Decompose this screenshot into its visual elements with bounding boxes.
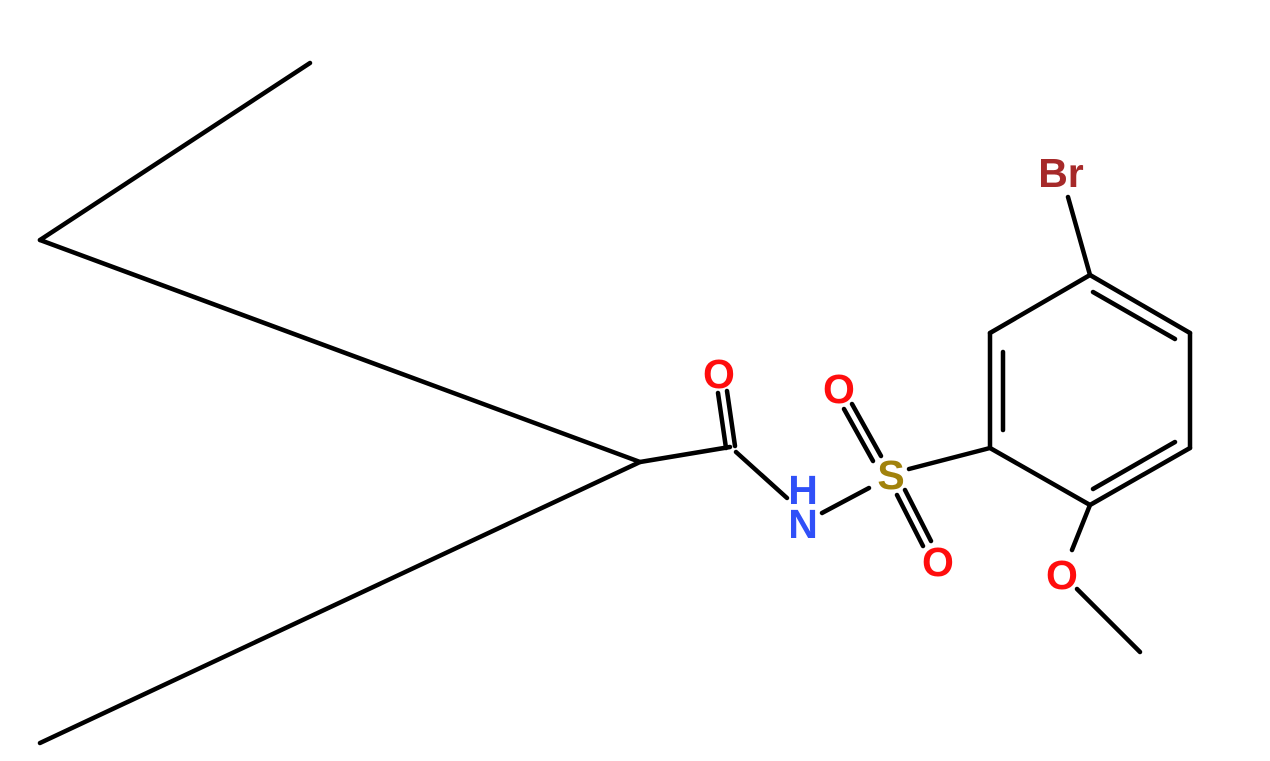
bond-ring-edge-c1-c2 — [987, 445, 1093, 508]
atom-label-amide-hydrogen: H — [788, 467, 818, 513]
bond-alkyl-chain-middle-arm — [37, 237, 643, 465]
atom-label-carbonyl-oxygen: O — [703, 351, 735, 397]
bond-ring-edge-c5-c6 — [987, 272, 1093, 336]
bond-alkyl-chain-lower-arm — [37, 459, 643, 746]
bond-ring-to-methoxy-oxygen — [1069, 502, 1093, 553]
bond-sulfonyl-upper-double-2 — [841, 406, 876, 464]
atom-label-sulfonyl-oxygen-upper: O — [823, 366, 855, 412]
bond-ring-edge-c2-c3 — [1087, 445, 1193, 508]
bond-nitrogen-to-sulfur — [819, 485, 872, 516]
bond-sulfonyl-upper-double-1 — [849, 401, 884, 459]
bond-sulfonyl-lower-double-1 — [894, 492, 926, 549]
bond-sulfur-to-ring — [906, 445, 993, 472]
bond-alpha-carbon-to-carbonyl — [637, 444, 733, 465]
bond-ring-to-bromine — [1065, 194, 1093, 278]
bond-ring-inner-aromatic-bottom — [1090, 439, 1178, 492]
atom-label-methoxy-oxygen: O — [1046, 552, 1078, 598]
atom-label-sulfonyl-oxygen-lower: O — [922, 539, 954, 585]
bond-ring-inner-aromatic-top — [1090, 289, 1178, 342]
bond-alkyl-chain-top-arm — [37, 60, 313, 243]
atom-label-bromine: Br — [1038, 150, 1084, 196]
bond-carbonyl-to-nitrogen — [733, 449, 790, 501]
bond-ring-edge-c4-c5 — [1087, 272, 1193, 336]
atom-label-amide-nitrogen: N — [788, 501, 818, 547]
atom-label-sulfonyl-sulfur: S — [877, 452, 904, 498]
bond-methoxy-oxygen-to-methyl — [1074, 586, 1143, 655]
bond-carbonyl-double-line-2 — [724, 388, 738, 449]
bond-carbonyl-double-line-1 — [715, 390, 729, 451]
bond-sulfonyl-lower-double-2 — [902, 487, 934, 544]
